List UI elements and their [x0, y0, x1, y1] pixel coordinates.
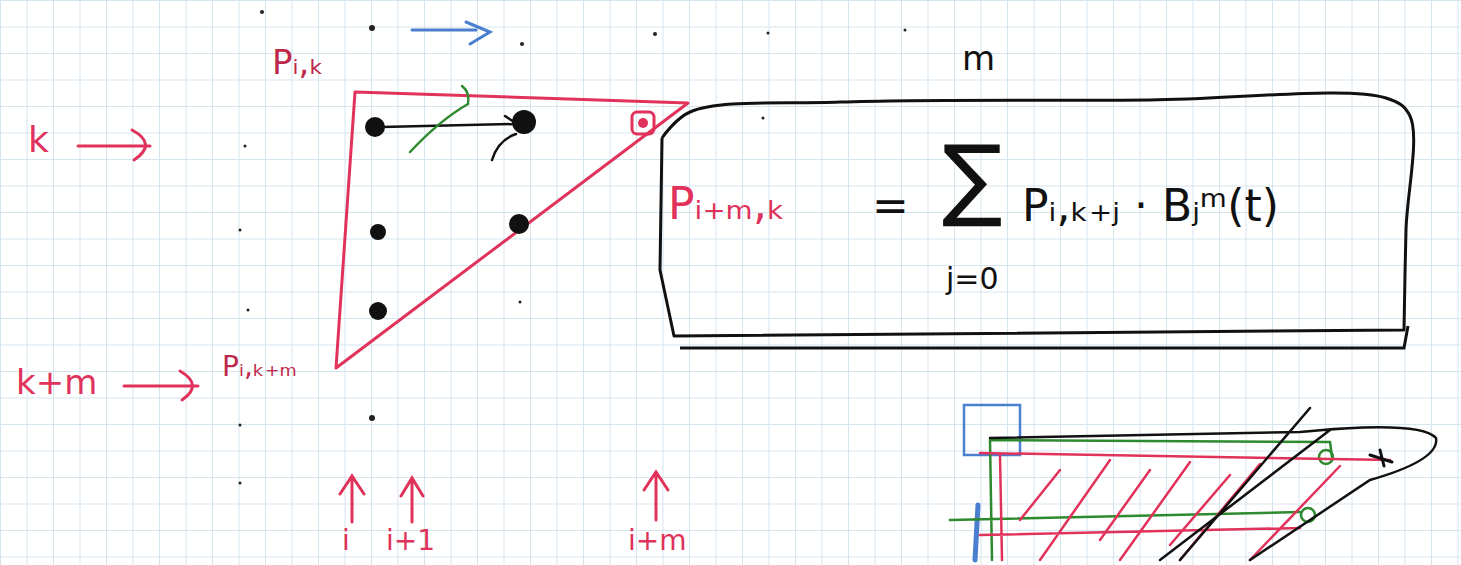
- sum-upper-limit: m: [962, 40, 995, 77]
- column-index: i: [342, 526, 350, 557]
- box-underline: [680, 326, 1408, 348]
- surface-sketch: [950, 405, 1436, 560]
- sum-lower-limit: j=0: [946, 262, 999, 295]
- column-index: i+1: [386, 526, 435, 557]
- point-label: Pᵢ,ₖ: [272, 44, 324, 81]
- result-point: [632, 112, 654, 134]
- box-outline: [660, 93, 1414, 336]
- index-arrows: [78, 130, 668, 522]
- equals-sign: =: [872, 182, 909, 230]
- row-index: k+m: [16, 364, 97, 401]
- point-label: Pᵢ,ₖ₊ₘ: [222, 352, 297, 383]
- step-arrow: [382, 116, 517, 160]
- control-points: [365, 110, 536, 320]
- grid-dots: [239, 10, 907, 485]
- triangle-region: [336, 92, 688, 368]
- result-point: [638, 118, 648, 128]
- row-index: k: [28, 120, 49, 160]
- formula-rhs: Pᵢ,ₖ₊ⱼ · Bⱼᵐ(t): [1022, 182, 1279, 230]
- formula-lhs: Pᵢ₊ₘ,ₖ: [668, 180, 786, 228]
- sum-symbol: ∑: [942, 128, 1003, 227]
- column-index: i+m: [628, 526, 687, 557]
- direction-arrow: [412, 22, 490, 44]
- formula-box: Pᵢ₊ₘ,ₖ = m ∑ j=0 Pᵢ,ₖ₊ⱼ · Bⱼᵐ(t): [650, 30, 1450, 360]
- step-curve: [410, 86, 468, 152]
